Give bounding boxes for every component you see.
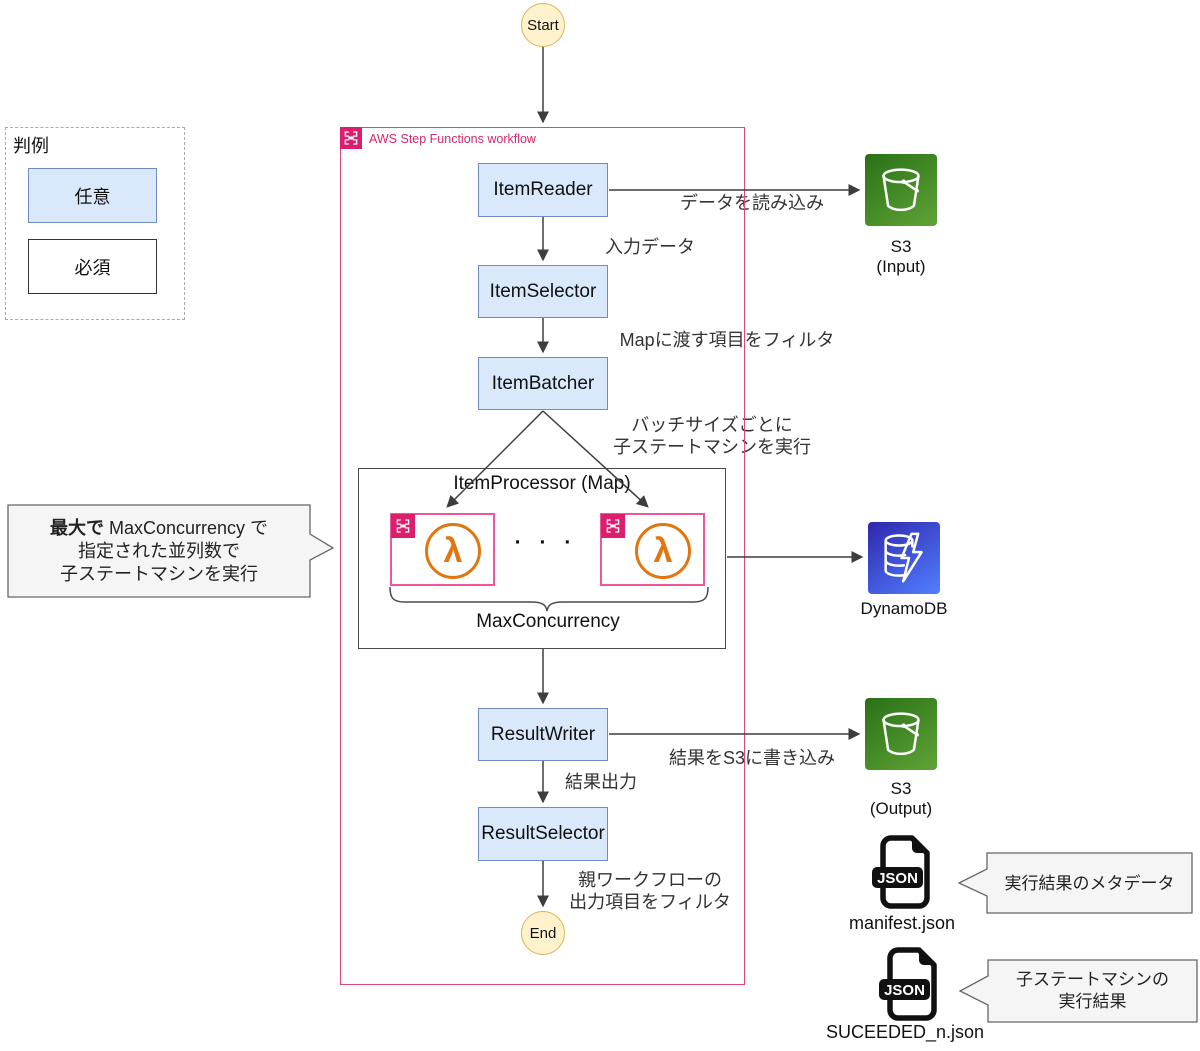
legend-title: 判例: [13, 136, 49, 156]
legend: [5, 127, 185, 320]
s3-output-line2: (Output): [869, 799, 933, 818]
lambda-icon: λ: [425, 523, 481, 579]
lambda-task-right: λ: [600, 513, 705, 586]
lambda-icon: λ: [635, 523, 691, 579]
callout-max-line1: 最大で MaxConcurrency で: [50, 517, 268, 540]
manifest-label: manifest.json: [848, 913, 956, 933]
s3-output-label: S3 (Output): [870, 779, 932, 819]
s3-input-line1: S3: [890, 237, 912, 256]
edge-label-parent-line1: 親ワークフローの: [577, 870, 722, 890]
callout-max-concurrency: 最大で MaxConcurrency で 指定された並列数で 子ステートマシンを…: [8, 505, 310, 597]
step-functions-workflow-group: [340, 127, 745, 985]
step-functions-badge-icon: [601, 514, 625, 538]
result-selector-label: ResultSelector: [481, 823, 605, 844]
s3-output-line1: S3: [890, 779, 912, 798]
lambda-glyph: λ: [443, 532, 463, 570]
edge-label-write-results: 結果をS3に書き込み: [668, 748, 836, 768]
edge-label-parent-filter: 親ワークフローの 出力項目をフィルタ: [569, 869, 731, 913]
legend-optional-label: 任意: [74, 186, 111, 207]
edge-label-filter-map-items: Mapに渡す項目をフィルタ: [619, 330, 835, 350]
node-item-batcher: ItemBatcher: [478, 357, 608, 410]
item-processor-title: ItemProcessor (Map): [453, 473, 631, 494]
callout-succeeded-line1: 子ステートマシンの: [1016, 970, 1169, 989]
start-node: Start: [521, 3, 565, 47]
json-file-icon-manifest: JSON: [871, 834, 935, 917]
edge-label-result-output: 結果出力: [565, 772, 637, 792]
succeeded-label: SUCEEDED_n.json: [825, 1022, 985, 1042]
callout-max-line3: 子ステートマシンを実行: [60, 563, 258, 584]
callout-max-line1-rest: MaxConcurrency で: [103, 517, 269, 538]
json-badge-text: JSON: [877, 870, 918, 887]
ellipsis-dots: · · ·: [514, 531, 578, 554]
step-functions-badge-icon: [340, 127, 362, 149]
s3-input-label: S3 (Input): [876, 237, 925, 277]
result-writer-label: ResultWriter: [490, 723, 596, 745]
legend-optional-box: 任意: [28, 168, 157, 223]
json-file-icon-succeeded: JSON: [878, 946, 942, 1029]
edge-label-parent-line2: 出力項目をフィルタ: [569, 892, 731, 912]
item-selector-label: ItemSelector: [489, 280, 597, 302]
s3-input-icon: [865, 154, 937, 226]
legend-required-box: 必須: [28, 239, 157, 294]
callout-succeeded-note: 子ステートマシンの 実行結果: [988, 960, 1197, 1022]
edge-label-input-data: 入力データ: [605, 237, 695, 257]
json-badge-text: JSON: [884, 982, 925, 999]
callout-max-line2: 指定された並列数で: [78, 540, 240, 561]
lambda-task-left: λ: [390, 513, 495, 586]
s3-output-icon: [865, 698, 937, 770]
legend-required-label: 必須: [74, 257, 111, 278]
item-reader-label: ItemReader: [493, 179, 593, 200]
callout-manifest-note: 実行結果のメタデータ: [1004, 873, 1175, 893]
edge-label-batch-line1: バッチサイズごとに: [631, 415, 793, 435]
item-batcher-label: ItemBatcher: [491, 372, 595, 394]
edge-label-read-data: データを読み込み: [680, 193, 824, 213]
dynamodb-label: DynamoDB: [860, 599, 948, 618]
node-item-reader: ItemReader: [478, 163, 608, 217]
node-result-selector: ResultSelector: [478, 807, 608, 861]
end-node: End: [521, 911, 565, 955]
start-label: Start: [527, 16, 559, 34]
edge-label-batch-execute: バッチサイズごとに 子ステートマシンを実行: [613, 414, 811, 458]
callout-succeeded-line2: 実行結果: [1058, 992, 1127, 1011]
callout-max-line1-bold: 最大で: [49, 517, 104, 538]
workflow-title: AWS Step Functions workflow: [369, 132, 536, 146]
node-result-writer: ResultWriter: [478, 708, 608, 761]
lambda-glyph: λ: [653, 532, 673, 570]
edge-label-batch-line2: 子ステートマシンを実行: [613, 437, 811, 457]
s3-input-line2: (Input): [876, 257, 926, 276]
step-functions-badge-icon: [391, 514, 415, 538]
node-item-selector: ItemSelector: [478, 265, 608, 318]
dynamodb-icon: [868, 522, 940, 594]
max-concurrency-label: MaxConcurrency: [476, 611, 620, 632]
end-label: End: [529, 924, 557, 942]
